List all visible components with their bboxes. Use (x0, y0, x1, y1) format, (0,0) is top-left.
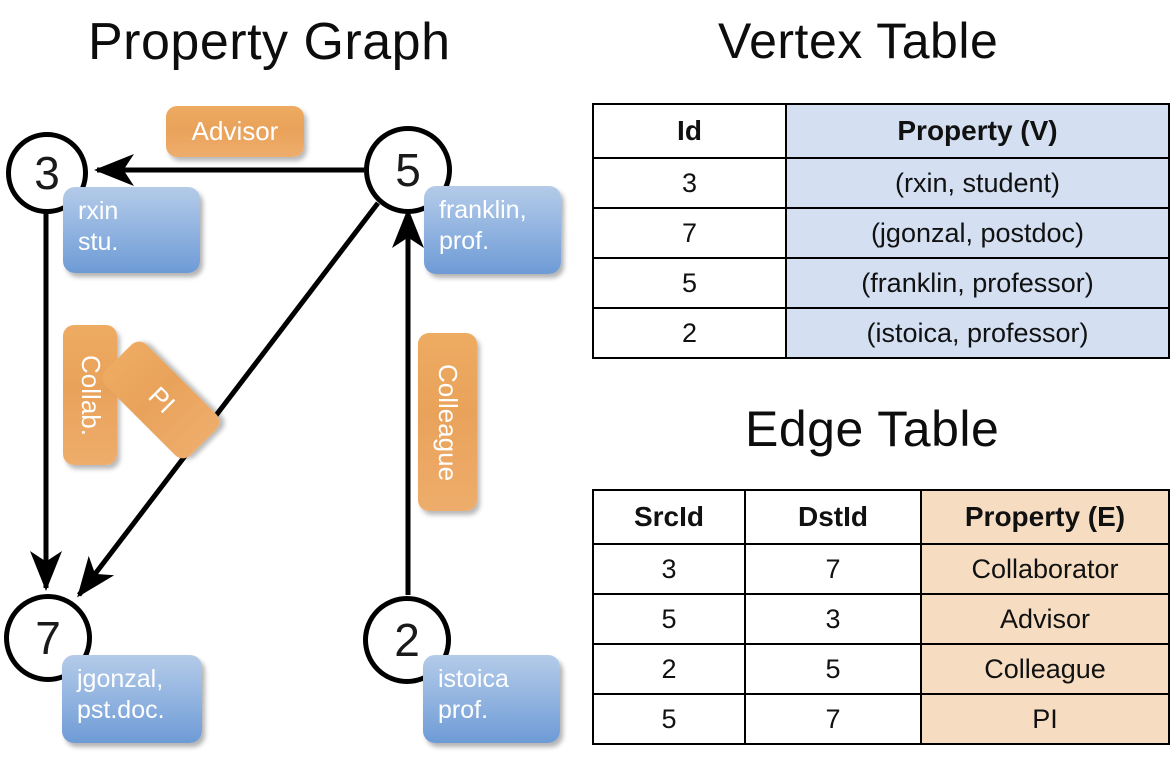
graph-node-5[interactable]: 5 (364, 126, 452, 214)
edge-label-text: PI (142, 380, 181, 419)
page-title-vertex-table: Vertex Table (718, 13, 999, 69)
edge-cell-dstid: 7 (744, 543, 922, 595)
property-graph-diagram: 3 5 7 2 rxin stu. franklin, prof. jgonza… (0, 90, 585, 760)
edge-cell-srcid: 2 (592, 643, 746, 695)
graph-node-3[interactable]: 3 (6, 132, 88, 214)
vertex-cell-property: (rxin, student) (785, 157, 1170, 209)
table-row: 5 3 Advisor (592, 593, 1170, 645)
edge-cell-dstid: 7 (744, 693, 922, 745)
edge-table-header-dstid: DstId (744, 489, 922, 545)
table-row: 5 7 PI (592, 693, 1170, 745)
node-property-box-jgonzal: jgonzal, pst.doc. (62, 655, 202, 743)
node-property-line: prof. (439, 226, 490, 255)
edge-cell-property: Advisor (920, 593, 1170, 645)
node-property-line: pst.doc. (77, 695, 165, 724)
edge-cell-property: Collaborator (920, 543, 1170, 595)
edge-cell-srcid: 5 (592, 593, 746, 645)
edge-cell-property: PI (920, 693, 1170, 745)
node-property-line: franklin, (439, 196, 527, 224)
vertex-table-header-id: Id (592, 103, 787, 159)
vertex-cell-id: 2 (592, 307, 787, 359)
node-property-box-rxin: rxin stu. (63, 187, 200, 273)
page-title-edge-table: Edge Table (745, 401, 1000, 457)
table-row: 5 (franklin, professor) (592, 257, 1170, 309)
edge-cell-dstid: 5 (744, 643, 922, 695)
edge-5-to-7 (77, 201, 380, 598)
table-row: 3 7 Collaborator (592, 543, 1170, 595)
table-row: 2 (istoica, professor) (592, 307, 1170, 359)
node-property-line: prof. (438, 695, 489, 724)
vertex-cell-id: 7 (592, 207, 787, 259)
graph-edges-svg (30, 154, 424, 598)
table-header-row: SrcId DstId Property (E) (592, 489, 1170, 545)
edge-label-collab: Collab. (63, 325, 117, 465)
node-property-line: stu. (78, 227, 119, 256)
edge-label-text: Collab. (75, 354, 106, 436)
edge-table-header-srcid: SrcId (592, 489, 746, 545)
edge-cell-srcid: 3 (592, 543, 746, 595)
node-property-line: jgonzal, (77, 665, 164, 693)
edge-table: SrcId DstId Property (E) 3 7 Collaborato… (592, 489, 1170, 745)
vertex-cell-property: (istoica, professor) (785, 307, 1170, 359)
vertex-table-header-property: Property (V) (785, 103, 1170, 159)
vertex-table: Id Property (V) 3 (rxin, student) 7 (jgo… (592, 103, 1170, 359)
edge-label-text: Advisor (191, 116, 279, 146)
edge-cell-property: Colleague (920, 643, 1170, 695)
table-row: 7 (jgonzal, postdoc) (592, 207, 1170, 259)
edge-table-header-property: Property (E) (920, 489, 1170, 545)
vertex-cell-property: (franklin, professor) (785, 257, 1170, 309)
edge-label-text: Colleague (433, 363, 463, 481)
node-property-line: istoica (438, 665, 509, 693)
edge-cell-dstid: 3 (744, 593, 922, 645)
node-property-line: rxin (78, 197, 119, 225)
table-header-row: Id Property (V) (592, 103, 1170, 159)
node-property-box-istoica: istoica prof. (423, 655, 560, 743)
edge-cell-srcid: 5 (592, 693, 746, 745)
table-row: 2 5 Colleague (592, 643, 1170, 695)
vertex-cell-id: 3 (592, 157, 787, 209)
node-property-box-franklin: franklin, prof. (424, 186, 561, 274)
edge-label-advisor: Advisor (166, 106, 304, 157)
vertex-cell-id: 5 (592, 257, 787, 309)
vertex-cell-property: (jgonzal, postdoc) (785, 207, 1170, 259)
table-row: 3 (rxin, student) (592, 157, 1170, 209)
edge-label-colleague: Colleague (418, 333, 477, 511)
page-title-property-graph: Property Graph (88, 13, 451, 71)
